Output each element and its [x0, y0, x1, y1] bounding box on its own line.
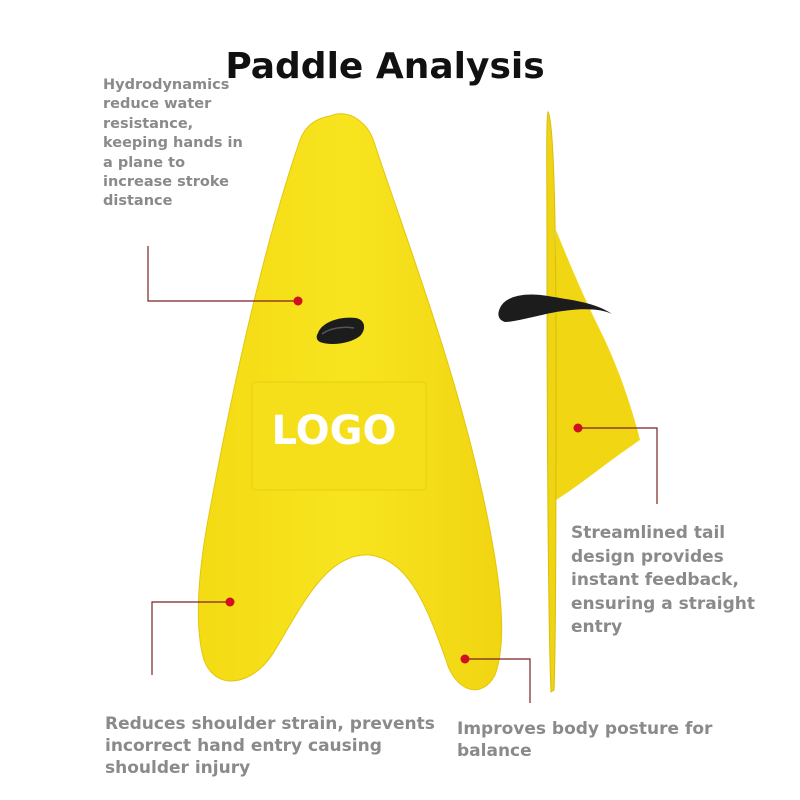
callout-tail: Streamlined tail design provides instant… — [571, 523, 755, 637]
callout-shoulder: Reduces shoulder strain, prevents incorr… — [105, 714, 435, 778]
page-title: Paddle Analysis — [225, 46, 545, 88]
front-paddle-icon: LOGO — [197, 113, 503, 691]
callout-posture: Improves body posture for balance — [457, 719, 713, 761]
callout-leader-posture — [460, 654, 531, 703]
side-paddle-icon — [498, 110, 640, 693]
callout-leader-shoulder — [151, 597, 235, 675]
callout-leader-hydrodynamics — [147, 246, 303, 306]
finger-strap-icon — [316, 317, 365, 344]
callout-hydrodynamics: Hydrodynamics reduce water resistance, k… — [103, 77, 243, 210]
logo-panel — [251, 381, 427, 491]
logo-text: LOGO — [272, 408, 397, 454]
callout-leader-tail — [573, 423, 658, 504]
